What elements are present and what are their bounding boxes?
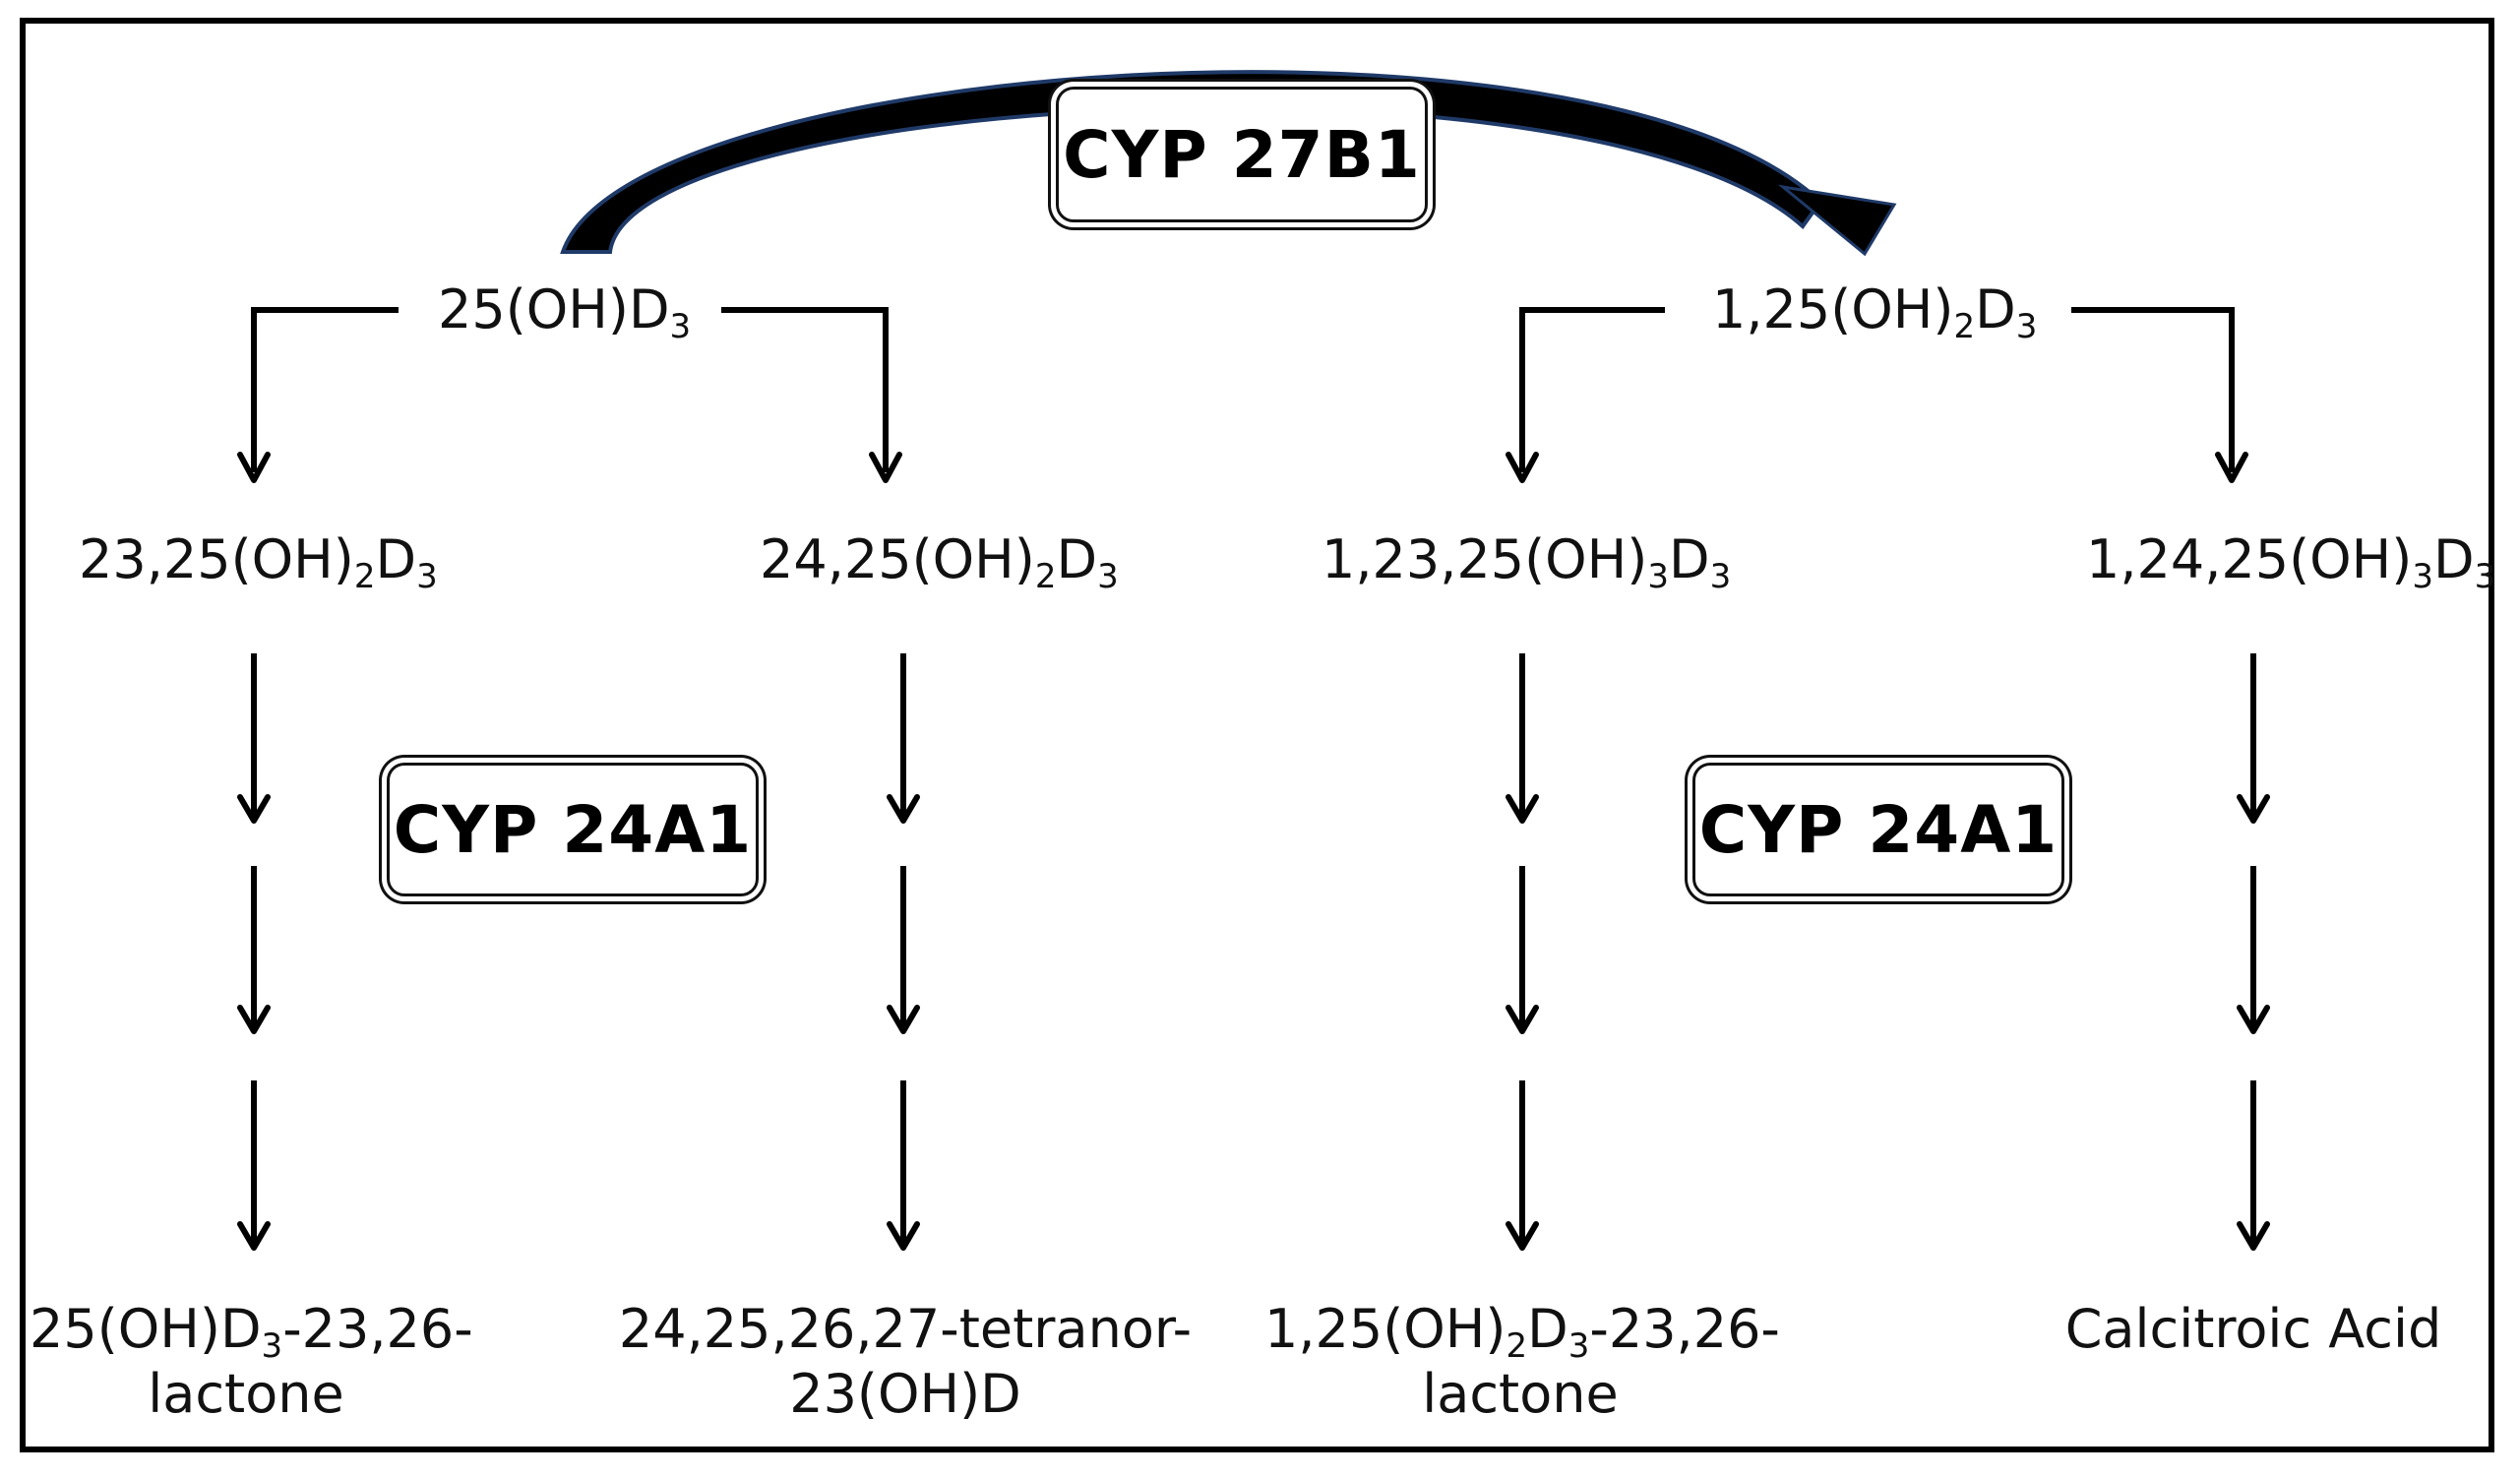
- arrowhead: [869, 452, 902, 483]
- product-25ohd3-lactone: 25(OH)D3-23,26- lactone: [30, 1298, 473, 1425]
- enzyme-box-cyp24a1-right: CYP 24A1: [1692, 763, 2064, 896]
- left-branch-connector: [251, 307, 889, 472]
- arrowhead: [1506, 452, 1539, 483]
- arrowhead: [237, 1005, 271, 1034]
- enzyme-box-cyp27b1: CYP 27B1: [1056, 87, 1428, 222]
- arrowhead: [237, 1221, 271, 1251]
- arrowhead: [887, 1221, 920, 1251]
- compound-23-25oh2d3: 23,25(OH)2D3: [79, 528, 438, 596]
- arrowhead: [1506, 794, 1539, 824]
- arrowhead: [887, 1005, 920, 1034]
- arrowhead: [1506, 1221, 1539, 1251]
- arrowhead: [887, 794, 920, 824]
- compound-1-24-25oh3d3: 1,24,25(OH)3D3: [2086, 528, 2496, 596]
- compound-1-23-25oh3d3: 1,23,25(OH)3D3: [1321, 528, 1732, 596]
- enzyme-box-cyp24a1-left: CYP 24A1: [387, 763, 759, 896]
- right-branch-connector: [1519, 307, 2235, 472]
- cyp27b1-curved-arrow: [560, 70, 1897, 257]
- arrowhead: [2215, 452, 2248, 483]
- compound-24-25oh2d3: 24,25(OH)2D3: [760, 528, 1119, 596]
- arrowhead: [1506, 1005, 1539, 1034]
- product-tetranor-23ohd: 24,25,26,27-tetranor- 23(OH)D: [618, 1298, 1193, 1425]
- arrowhead: [2237, 1221, 2270, 1251]
- arrowhead: [2237, 1005, 2270, 1034]
- arrowhead: [237, 452, 271, 483]
- compound-25ohd3: 25(OH)D3: [438, 278, 692, 346]
- diagram-border: [20, 18, 2494, 1452]
- arrow-columns: [237, 653, 2270, 1251]
- arrowhead: [2237, 794, 2270, 824]
- product-1-25oh2d3-lactone: 1,25(OH)2D3-23,26- lactone: [1264, 1298, 1780, 1425]
- arrowhead: [237, 794, 271, 824]
- compound-1-25oh2d3: 1,25(OH)2D3: [1712, 278, 2038, 346]
- product-calcitroic-acid: Calcitroic Acid: [2064, 1298, 2442, 1360]
